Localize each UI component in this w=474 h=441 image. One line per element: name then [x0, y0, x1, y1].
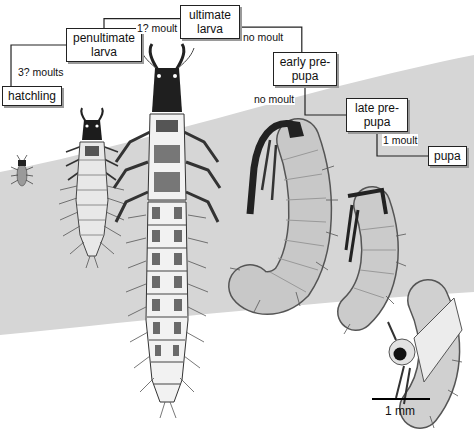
late-pre-pupa-figure	[344, 190, 406, 334]
connector	[11, 45, 66, 86]
edge-label: no moult	[253, 93, 295, 105]
edge-label: no moult	[242, 31, 284, 43]
ultimate-larva-figure	[114, 44, 220, 418]
scale-label: 1 mm	[385, 404, 415, 418]
connector	[305, 86, 346, 115]
stage-name: ultimate larva	[186, 8, 234, 36]
early-pre-pupa-figure	[230, 120, 338, 312]
stage-box: penultimate larva	[66, 28, 142, 62]
stage-box: early pre-pupa	[273, 52, 337, 86]
edge-label: 1? moult	[136, 22, 178, 34]
stage-box: hatchling	[2, 86, 62, 106]
edge-label: 1 moult	[382, 134, 418, 146]
stage-name: hatchling	[8, 89, 56, 103]
stage-box: pupa	[428, 146, 467, 166]
stage-name: pupa	[434, 149, 461, 163]
hatchling-figure	[11, 155, 33, 186]
stage-box: ultimate larva	[180, 5, 240, 39]
stage-name: penultimate larva	[72, 31, 136, 59]
scale-bar	[372, 398, 430, 400]
connector	[377, 132, 428, 156]
stage-name: late pre-pupa	[352, 101, 402, 129]
stage-name: early pre-pupa	[279, 55, 331, 83]
stage-box: late pre-pupa	[346, 98, 408, 132]
grey-band	[0, 55, 474, 335]
edge-label: 3? moults	[17, 66, 65, 78]
connector	[240, 27, 302, 52]
